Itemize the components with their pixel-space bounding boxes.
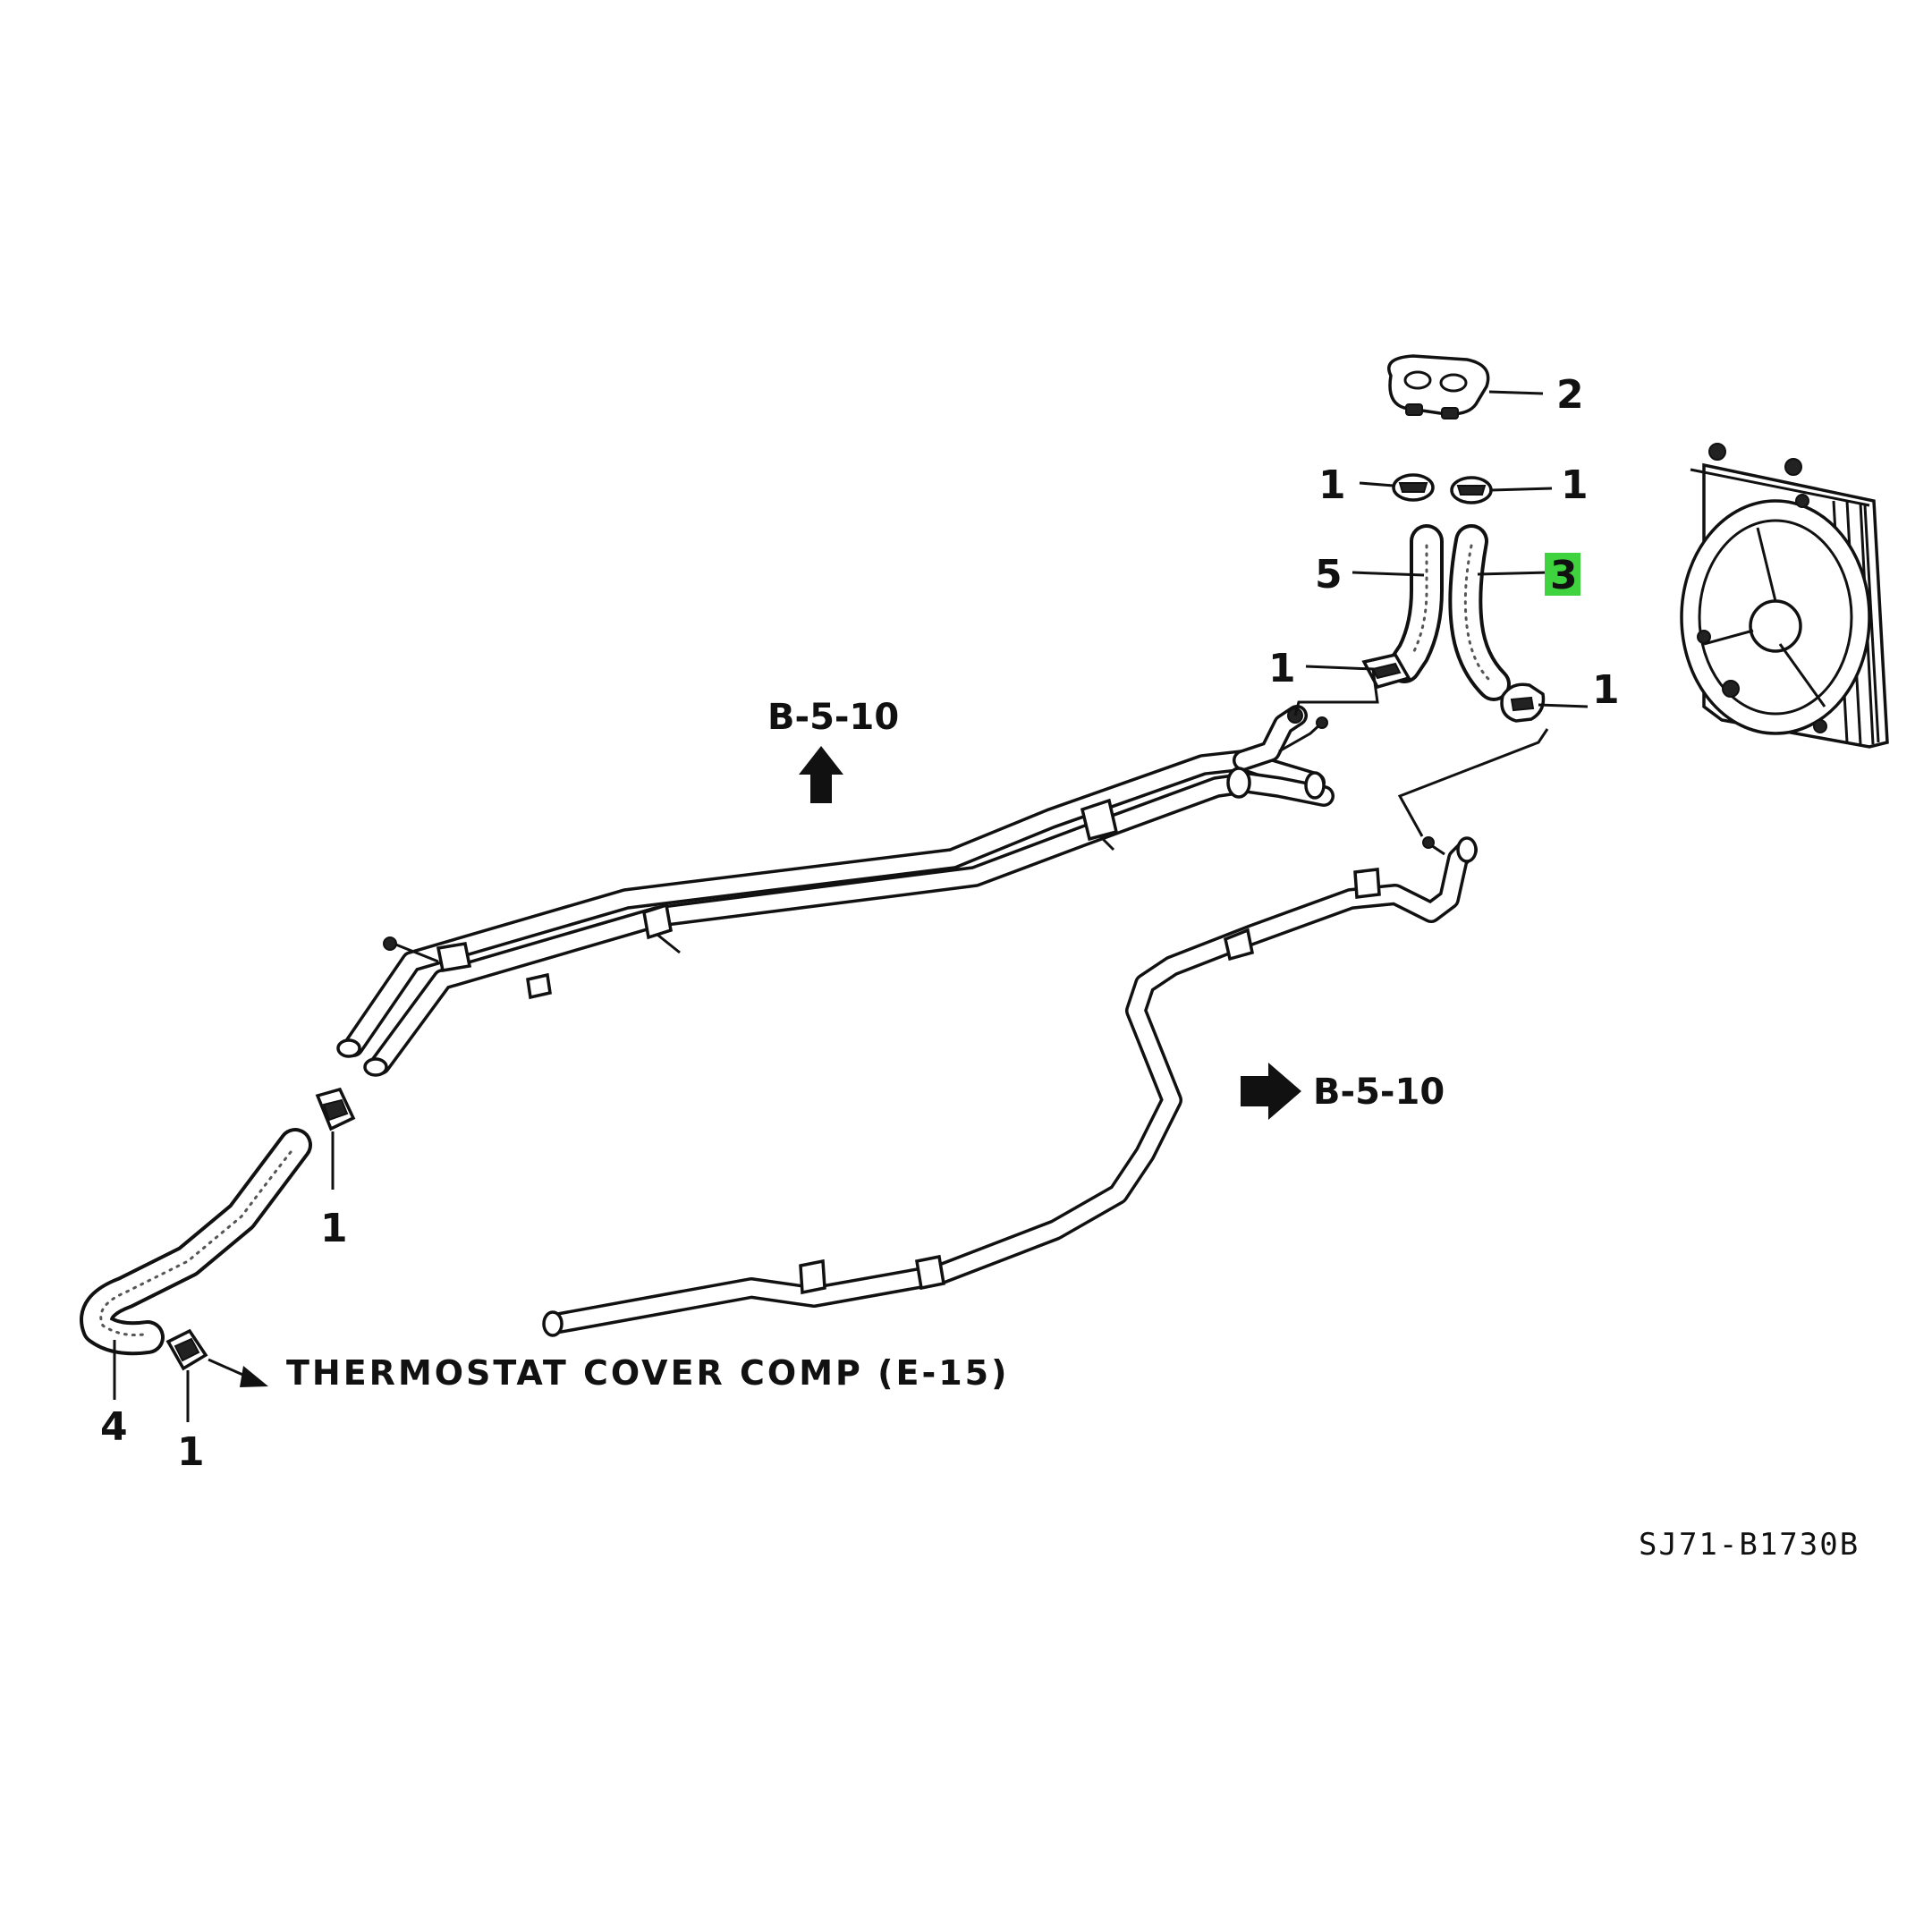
clamp-lower-illustration	[315, 1087, 356, 1131]
hose-5-illustration	[1387, 524, 1444, 683]
arrow-right-icon	[1241, 1063, 1301, 1120]
thermostat-note: THERMOSTAT COVER COMP (E-15)	[286, 1353, 1009, 1393]
clamp-top-left-illustration	[1392, 473, 1435, 502]
lower-pipe-illustration	[542, 836, 1478, 1337]
callout-3: 3	[1550, 553, 1578, 598]
callout-4: 4	[100, 1404, 128, 1450]
callout-1-lower: 1	[320, 1206, 348, 1251]
hose-4-illustration	[80, 1128, 312, 1356]
highlight-box	[1545, 553, 1580, 596]
callout-1-mid-right: 1	[1592, 667, 1620, 713]
radiator-illustration	[1680, 443, 1889, 749]
grommet-plate-illustration	[1387, 354, 1490, 419]
arrow-up-icon	[799, 746, 843, 803]
leader-lines	[113, 390, 1589, 1422]
arrow-thermostat-icon	[208, 1358, 268, 1387]
callout-2: 2	[1556, 372, 1584, 418]
callout-1-bottom: 1	[177, 1429, 205, 1475]
clamp-bottom-illustration	[165, 1328, 208, 1371]
clamp-top-right-illustration	[1450, 476, 1493, 504]
callout-1-top-right: 1	[1561, 462, 1589, 508]
callout-5: 5	[1315, 552, 1343, 597]
hose-3-illustration	[1448, 524, 1511, 701]
clamp-mid-right-illustration	[1500, 682, 1546, 723]
diagram-code: SJ71-B1730B	[1639, 1527, 1860, 1563]
reference-up-label: B-5-10	[767, 697, 899, 738]
callout-1-mid-left: 1	[1268, 646, 1296, 691]
upper-pipe-assembly-illustration	[336, 705, 1335, 1077]
reference-right-label: B-5-10	[1313, 1072, 1445, 1113]
callout-1-top-left: 1	[1318, 462, 1346, 508]
